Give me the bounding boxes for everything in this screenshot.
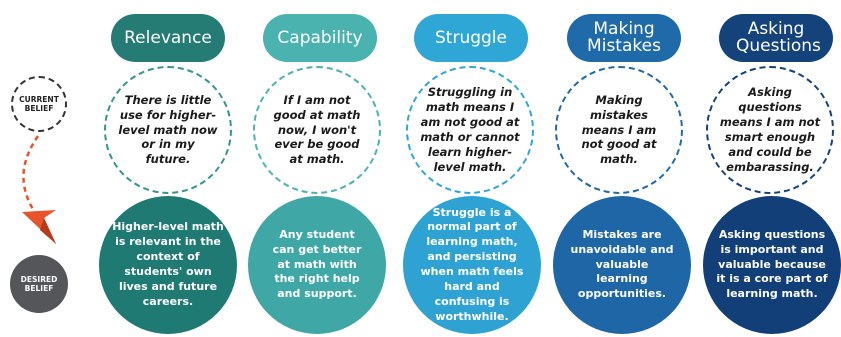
struggle-current-belief: Struggling in math means I am not good a… [406, 66, 534, 194]
relevance-desired-text: Higher-level math is relevant in the con… [112, 220, 224, 308]
struggle-desired-belief: Struggle is a normal part of learning ma… [403, 196, 541, 334]
making-mistakes-desired-text: Mistakes are unavoidable and valuable le… [570, 227, 674, 301]
relevance-desired-belief: Higher-level math is relevant in the con… [99, 196, 237, 334]
belief-shift-arrow-icon [22, 135, 56, 244]
struggle-current-text: Struggling in math means I am not good a… [420, 85, 520, 174]
capability-header: Capability [263, 14, 377, 62]
making-mistakes-desired-belief: Mistakes are unavoidable and valuable le… [553, 196, 691, 334]
relevance-header: Relevance [111, 14, 225, 62]
capability-desired-text: Any student can get better at math with … [272, 227, 362, 301]
asking-questions-title: Asking Questions [736, 19, 821, 56]
asking-questions-header: Asking Questions [719, 14, 833, 62]
capability-current-text: If I am not good at math now, I won't ev… [273, 92, 361, 167]
capability-current-belief: If I am not good at math now, I won't ev… [253, 66, 381, 194]
asking-questions-current-text: Asking questions means I am not smart en… [719, 85, 821, 174]
making-mistakes-title: Making Mistakes [587, 19, 661, 56]
struggle-title: Struggle [435, 27, 507, 48]
relevance-title: Relevance [124, 27, 212, 48]
desired-belief-text: DESIRED BELIEF [20, 274, 58, 293]
relevance-current-text: There is little use for higher-level mat… [118, 92, 218, 167]
current-belief-label: CURRENT BELIEF [11, 76, 67, 132]
struggle-header: Struggle [414, 14, 528, 62]
making-mistakes-header: Making Mistakes [567, 14, 681, 62]
making-mistakes-current-belief: Making mistakes means I am not good at m… [555, 66, 683, 194]
asking-questions-current-belief: Asking questions means I am not smart en… [706, 66, 834, 194]
making-mistakes-current-text: Making mistakes means I am not good at m… [581, 92, 657, 167]
relevance-current-belief: There is little use for higher-level mat… [104, 66, 232, 194]
asking-questions-desired-text: Asking questions is important and valuab… [716, 227, 828, 301]
asking-questions-desired-belief: Asking questions is important and valuab… [703, 196, 841, 334]
struggle-desired-text: Struggle is a normal part of learning ma… [420, 205, 524, 323]
capability-title: Capability [277, 27, 363, 48]
desired-belief-label: DESIRED BELIEF [10, 255, 68, 313]
current-belief-text: CURRENT BELIEF [19, 94, 59, 113]
capability-desired-belief: Any student can get better at math with … [248, 196, 386, 334]
